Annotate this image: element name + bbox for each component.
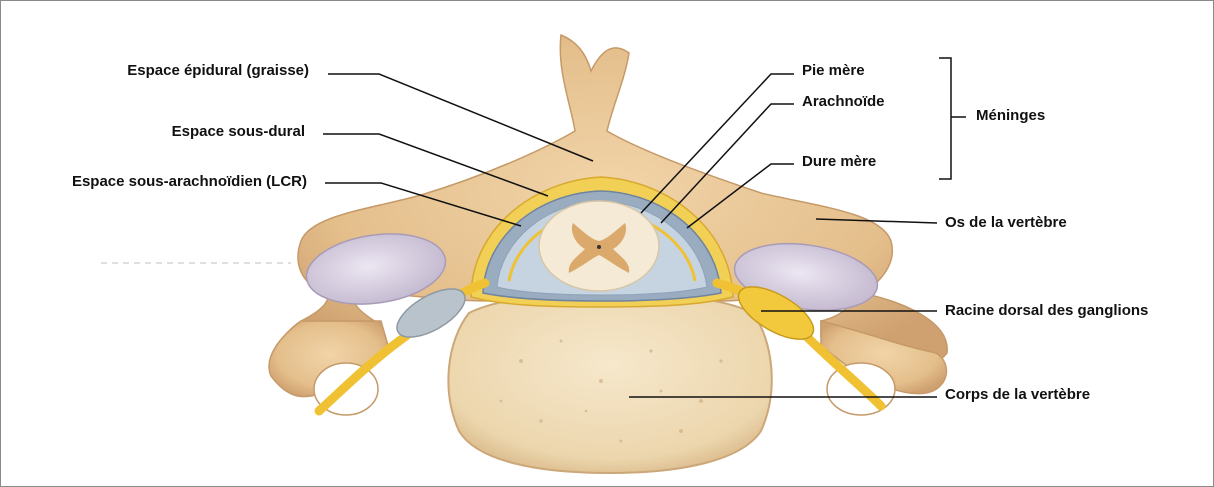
label-dure-mere: Dure mère (802, 153, 876, 171)
label-espace-epidural: Espace épidural (graisse) (127, 62, 309, 80)
label-espace-sous-dural: Espace sous-dural (172, 123, 305, 141)
label-arachnoide: Arachnoïde (802, 93, 885, 111)
label-pie-mere: Pie mère (802, 62, 865, 80)
vertebral-body (448, 293, 771, 473)
label-os-vertebre: Os de la vertèbre (945, 214, 1067, 232)
central-canal (597, 245, 601, 249)
label-meninges: Méninges (976, 107, 1045, 125)
label-espace-sous-arachnoidien: Espace sous-arachnoïdien (LCR) (72, 173, 307, 191)
meninges-bracket (939, 58, 951, 179)
label-corps-vertebre: Corps de la vertèbre (945, 386, 1090, 404)
label-racine-dorsale: Racine dorsal des ganglions (945, 302, 1148, 320)
